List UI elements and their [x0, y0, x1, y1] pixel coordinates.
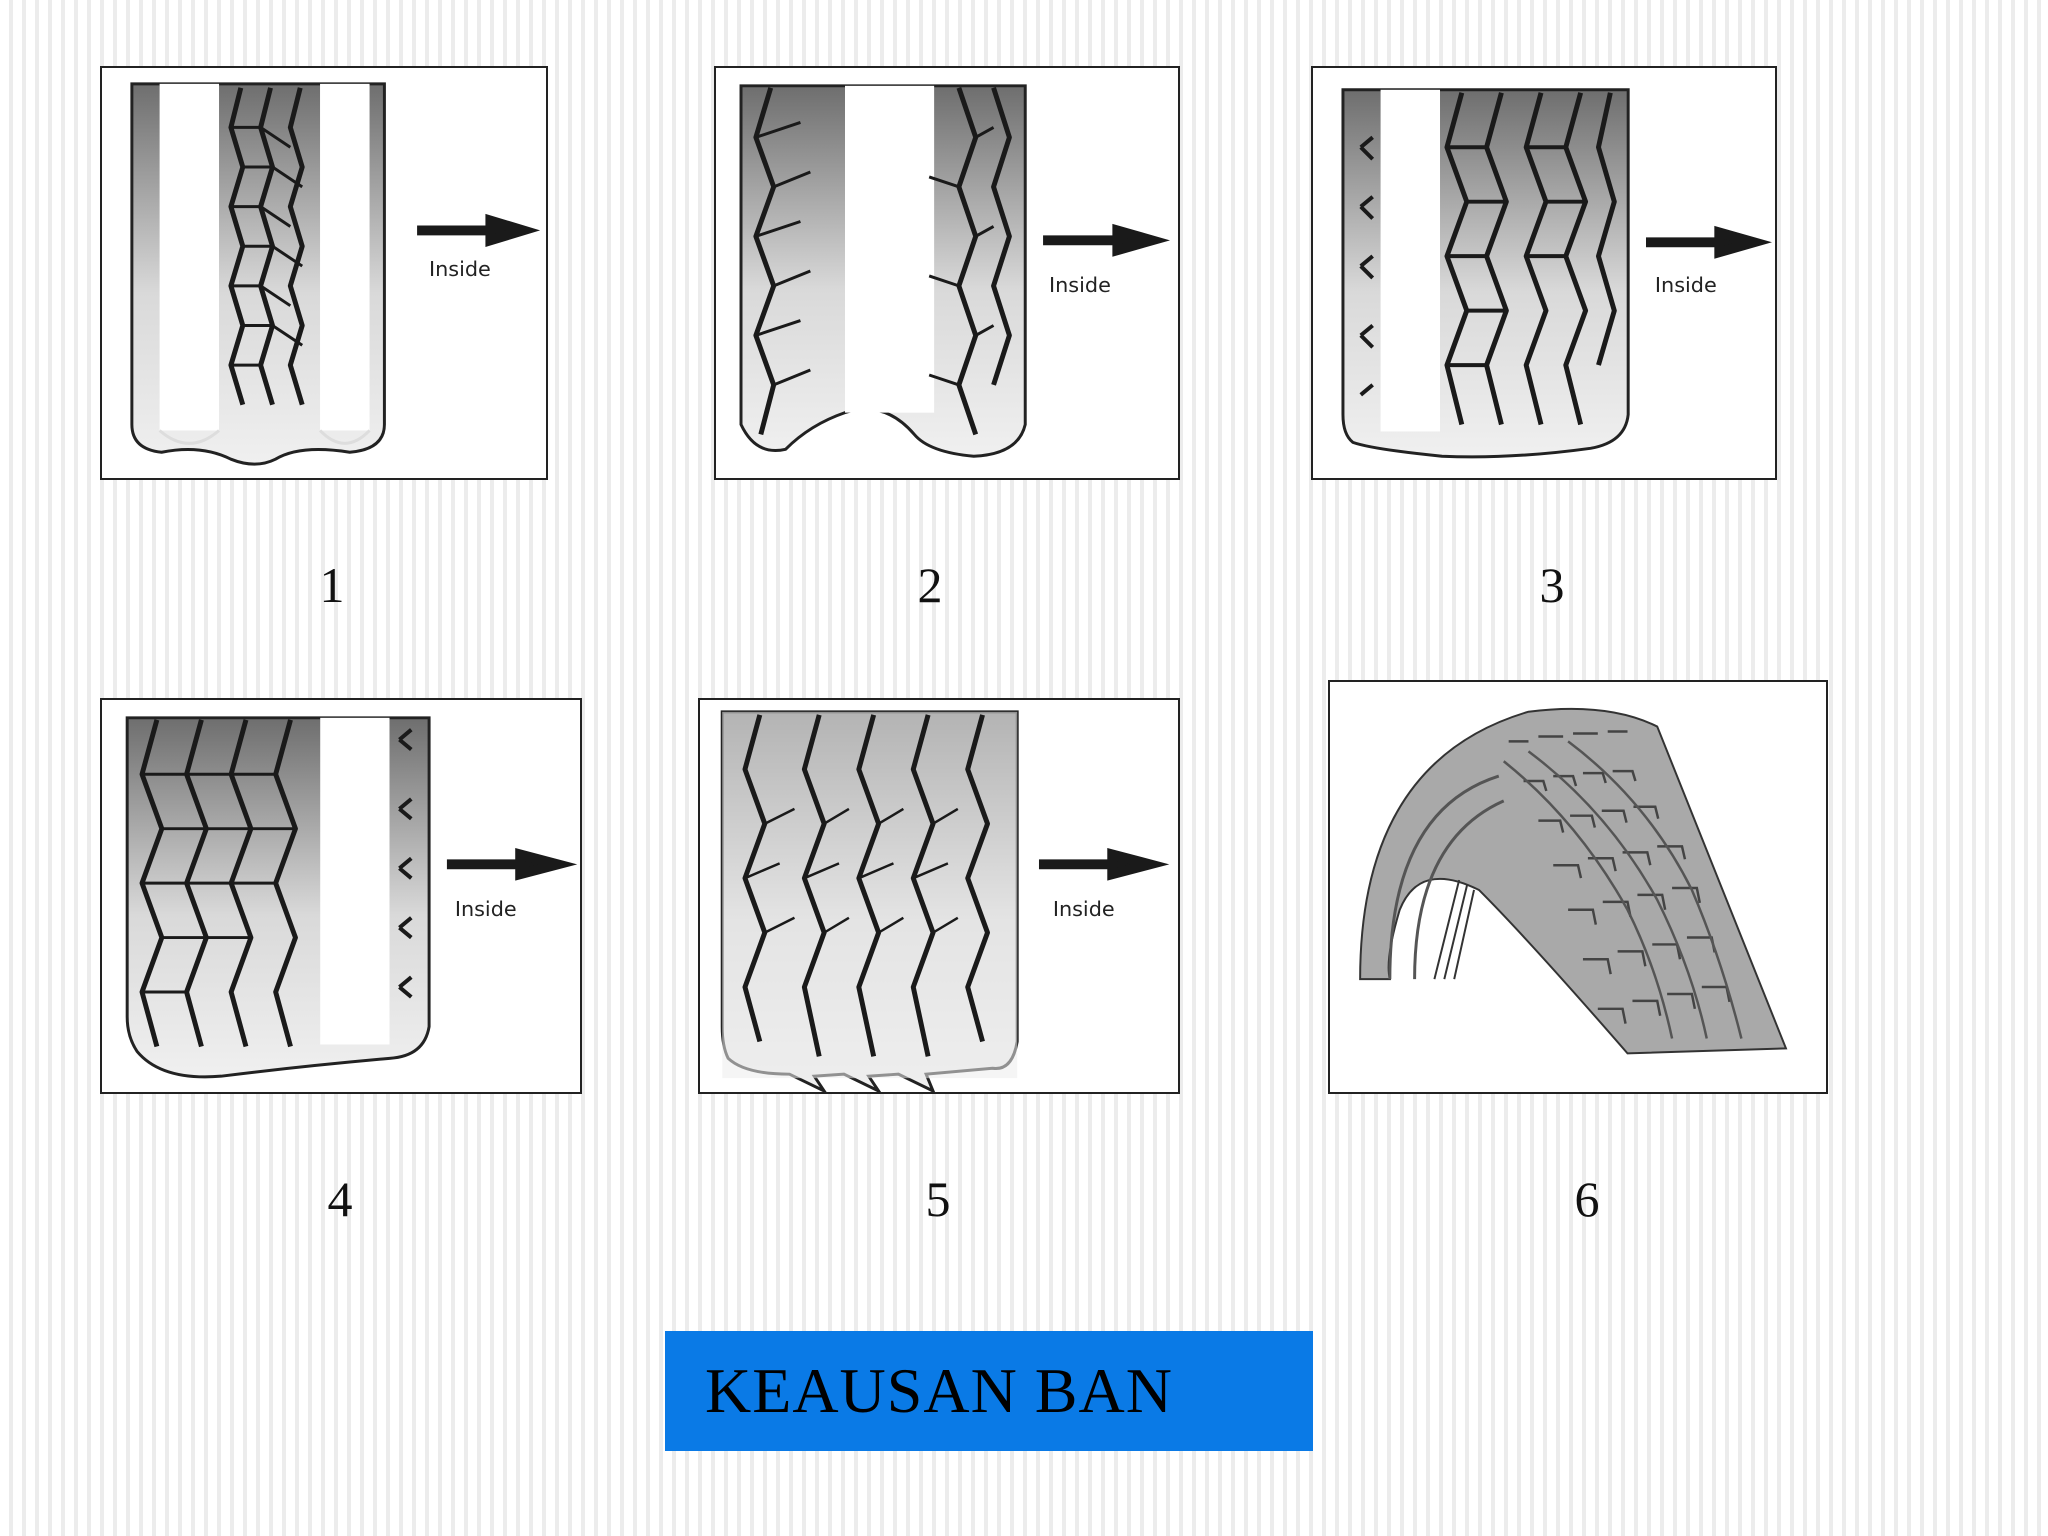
tire-illustration	[1359, 707, 1788, 1055]
tread-diagram-2: Inside	[739, 84, 1171, 458]
tire-wear-panel-2: Inside	[714, 66, 1180, 480]
tread-diagram-4: Inside	[125, 716, 578, 1079]
panel-number-6: 6	[1574, 1171, 1600, 1227]
tire-wear-panel-3: Inside	[1311, 66, 1777, 480]
title-banner: KEAUSAN BAN	[665, 1331, 1313, 1451]
panel-number-1: 1	[319, 557, 345, 613]
panel-number-3: 3	[1539, 557, 1565, 613]
inside-label-5: Inside	[1053, 897, 1115, 921]
tread-diagram-5: Inside	[720, 710, 1170, 1092]
inside-label-2: Inside	[1049, 273, 1111, 297]
tire-wear-panel-4: Inside	[100, 698, 582, 1094]
inside-label-3: Inside	[1655, 273, 1717, 297]
panel-number-2: 2	[917, 557, 943, 613]
inside-label-1: Inside	[429, 257, 491, 281]
tread-diagram-3: Inside	[1341, 88, 1772, 459]
panel-number-5: 5	[925, 1171, 951, 1227]
panel-number-4: 4	[327, 1171, 353, 1227]
tire-wear-panel-1: Inside	[100, 66, 548, 480]
tread-diagram-1: Inside	[130, 82, 541, 466]
inside-label-4: Inside	[455, 897, 517, 921]
page-title: KEAUSAN BAN	[705, 1355, 1173, 1426]
tire-wear-panel-5: Inside	[698, 698, 1180, 1094]
tire-wear-panel-6	[1328, 680, 1828, 1094]
